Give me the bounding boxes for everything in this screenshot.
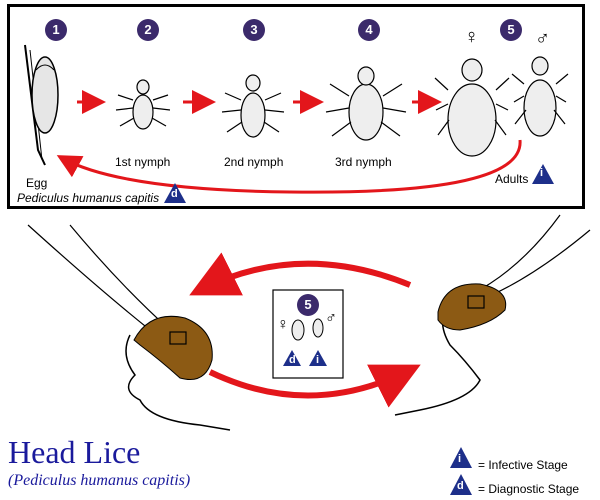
nymph3-label: 3rd nymph (335, 155, 392, 169)
egg-illustration (24, 44, 59, 166)
left-head-illustration (27, 224, 231, 431)
infective-stage-legend-icon (450, 447, 472, 468)
legend-infective-letter: i (458, 453, 462, 465)
adult-female-illustration (434, 58, 510, 157)
right-head-illustration (394, 214, 591, 416)
arrow-right-to-left-head (189, 252, 412, 296)
stage-2-badge: 2 (137, 19, 159, 41)
stage-5-badge: 5 (500, 19, 522, 41)
nymph1-illustration (115, 79, 171, 130)
stage-3-badge: 3 (243, 19, 265, 41)
diagnostic-stage-icon-center (283, 350, 301, 366)
center-stage-5-badge: 5 (297, 294, 319, 316)
species-label: Pediculus humanus capitis (17, 191, 160, 205)
center-adult-lice (291, 318, 324, 341)
adults-label: Adults (495, 172, 529, 186)
page-title: Head Lice (8, 434, 141, 470)
arrow-left-to-right-head (208, 364, 421, 408)
legend-diagnostic-text: = Diagnostic Stage (478, 482, 580, 496)
nymph2-illustration (221, 74, 285, 138)
arrow-adults-to-egg (56, 139, 522, 194)
page-subtitle: (Pediculus humanus capitis) (8, 472, 191, 489)
diagnostic-stage-icon-top (164, 183, 186, 203)
life-cycle-panel (7, 4, 585, 209)
stage-4-badge: 4 (358, 19, 380, 41)
diagnostic-letter-center: d (289, 354, 296, 366)
infective-letter-center: i (316, 354, 320, 366)
infective-letter-adults: i (540, 167, 544, 179)
diagnostic-letter-top: d (171, 188, 178, 200)
infective-stage-icon-adults (532, 164, 554, 184)
male-symbol-top: ♂ (535, 28, 550, 50)
stage-1-badge: 1 (45, 19, 67, 41)
legend-diagnostic-letter: d (457, 480, 464, 492)
female-symbol-top: ♀ (464, 26, 479, 48)
nymph3-illustration (325, 66, 407, 141)
nymph1-label: 1st nymph (115, 155, 171, 169)
male-symbol-center: ♂ (325, 310, 337, 327)
egg-label: Egg (26, 176, 48, 190)
adult-male-illustration (511, 56, 569, 137)
legend-infective-text: = Infective Stage (478, 458, 568, 472)
infective-stage-icon-center (309, 350, 327, 366)
female-symbol-center: ♀ (277, 316, 289, 333)
diagnostic-stage-legend-icon (450, 474, 472, 495)
nymph2-label: 2nd nymph (224, 155, 284, 169)
